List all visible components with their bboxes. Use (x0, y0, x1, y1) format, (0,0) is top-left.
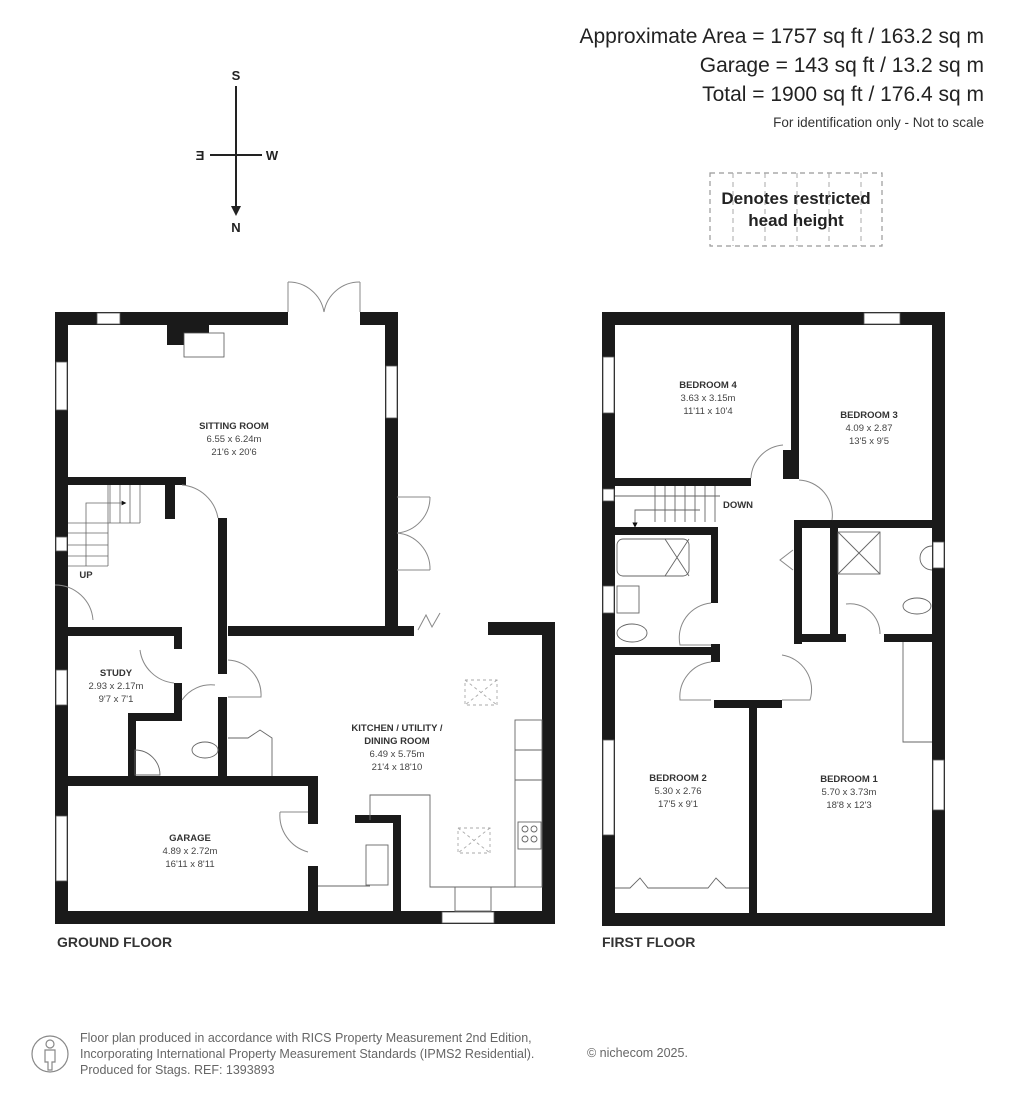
compass-icon: S N W E (195, 68, 279, 235)
legend-line-2: head height (748, 211, 844, 230)
kitchen-fittings (134, 679, 543, 912)
first-floor-label: FIRST FLOOR (602, 934, 695, 950)
scale-note: For identification only - Not to scale (773, 115, 984, 130)
compass-north: N (231, 220, 240, 235)
svg-text:6.49 x 5.75m: 6.49 x 5.75m (370, 749, 425, 760)
room-bedroom-2: BEDROOM 2 5.30 x 2.76 17'5 x 9'1 (649, 773, 707, 810)
stairs-down-label: DOWN (723, 500, 753, 511)
footer-disclaimer: Floor plan produced in accordance with R… (80, 1030, 534, 1078)
legend-line-1: Denotes restricted (721, 189, 871, 208)
copyright-notice: © nichecom 2025. (587, 1046, 688, 1060)
svg-text:18'8 x 12'3: 18'8 x 12'3 (826, 800, 871, 811)
total-area-text: Total = 1900 sq ft / 176.4 sq m (702, 83, 984, 106)
svg-text:21'4 x 18'10: 21'4 x 18'10 (372, 762, 423, 773)
room-bedroom-1: BEDROOM 1 5.70 x 3.73m 18'8 x 12'3 (820, 774, 878, 811)
svg-text:SITTING ROOM: SITTING ROOM (199, 421, 269, 432)
legend-label: Denotes restricted head height (709, 188, 883, 232)
room-study: STUDY 2.93 x 2.17m 9'7 x 7'1 (89, 668, 144, 705)
svg-text:BEDROOM 3: BEDROOM 3 (840, 410, 898, 421)
svg-text:9'7 x 7'1: 9'7 x 7'1 (99, 694, 134, 705)
garage-area-text: Garage = 143 sq ft / 13.2 sq m (699, 54, 984, 77)
room-bedroom-4: BEDROOM 4 3.63 x 3.15m 11'11 x 10'4 (679, 380, 737, 417)
room-kitchen-utility-dining: KITCHEN / UTILITY / DINING ROOM 6.49 x 5… (351, 723, 442, 773)
svg-text:2.93 x 2.17m: 2.93 x 2.17m (89, 681, 144, 692)
approx-area-text: Approximate Area = 1757 sq ft / 163.2 sq… (579, 25, 985, 48)
compass-east: E (195, 148, 204, 163)
svg-text:21'6 x 20'6: 21'6 x 20'6 (211, 447, 256, 458)
svg-text:KITCHEN / UTILITY /: KITCHEN / UTILITY / (351, 723, 442, 734)
svg-text:4.89 x 2.72m: 4.89 x 2.72m (163, 846, 218, 857)
svg-text:DINING ROOM: DINING ROOM (364, 736, 430, 747)
compass-south: S (232, 68, 241, 83)
svg-text:STUDY: STUDY (100, 668, 133, 679)
stairs-up-label: UP (79, 570, 93, 581)
svg-text:GARAGE: GARAGE (169, 833, 211, 844)
svg-text:13'5 x 9'5: 13'5 x 9'5 (849, 436, 889, 447)
ground-floor-door-swings (54, 281, 441, 853)
ground-floor-label: GROUND FLOOR (57, 934, 172, 950)
room-sitting-room: SITTING ROOM 6.55 x 6.24m 21'6 x 20'6 (199, 421, 269, 458)
footer-line-2: Incorporating International Property Mea… (80, 1047, 535, 1061)
restricted-head-height-legend: Denotes restricted head height (709, 172, 883, 247)
first-floor-fittings (615, 486, 933, 889)
svg-text:3.63 x 3.15m: 3.63 x 3.15m (681, 393, 736, 404)
svg-text:5.30 x 2.76: 5.30 x 2.76 (654, 786, 701, 797)
footer-line-3: Produced for Stags. REF: 1393893 (80, 1063, 275, 1077)
svg-text:16'11 x 8'11: 16'11 x 8'11 (165, 859, 214, 870)
first-floor-openings (602, 312, 945, 836)
dashed-grid-icon (709, 172, 883, 247)
svg-text:17'5 x 9'1: 17'5 x 9'1 (658, 799, 698, 810)
person-icon (31, 1035, 69, 1073)
svg-text:11'11 x 10'4: 11'11 x 10'4 (683, 406, 732, 417)
svg-text:BEDROOM 2: BEDROOM 2 (649, 773, 707, 784)
svg-text:5.70 x 3.73m: 5.70 x 3.73m (822, 787, 877, 798)
ground-floor-plan (55, 312, 555, 924)
room-bedroom-3: BEDROOM 3 4.09 x 2.87 13'5 x 9'5 (840, 410, 898, 447)
first-floor-door-swings (678, 444, 881, 701)
footer-line-1: Floor plan produced in accordance with R… (80, 1031, 532, 1045)
area-summary: Approximate Area = 1757 sq ft / 163.2 sq… (580, 22, 985, 130)
svg-text:BEDROOM 1: BEDROOM 1 (820, 774, 878, 785)
svg-text:4.09 x 2.87: 4.09 x 2.87 (845, 423, 892, 434)
room-garage: GARAGE 4.89 x 2.72m 16'11 x 8'11 (163, 833, 218, 870)
ground-floor-stairs (68, 485, 141, 567)
ground-floor-openings (55, 312, 495, 924)
first-floor-plan (602, 312, 945, 926)
svg-text:6.55 x 6.24m: 6.55 x 6.24m (207, 434, 262, 445)
compass-west: W (266, 148, 279, 163)
svg-text:BEDROOM 4: BEDROOM 4 (679, 380, 737, 391)
